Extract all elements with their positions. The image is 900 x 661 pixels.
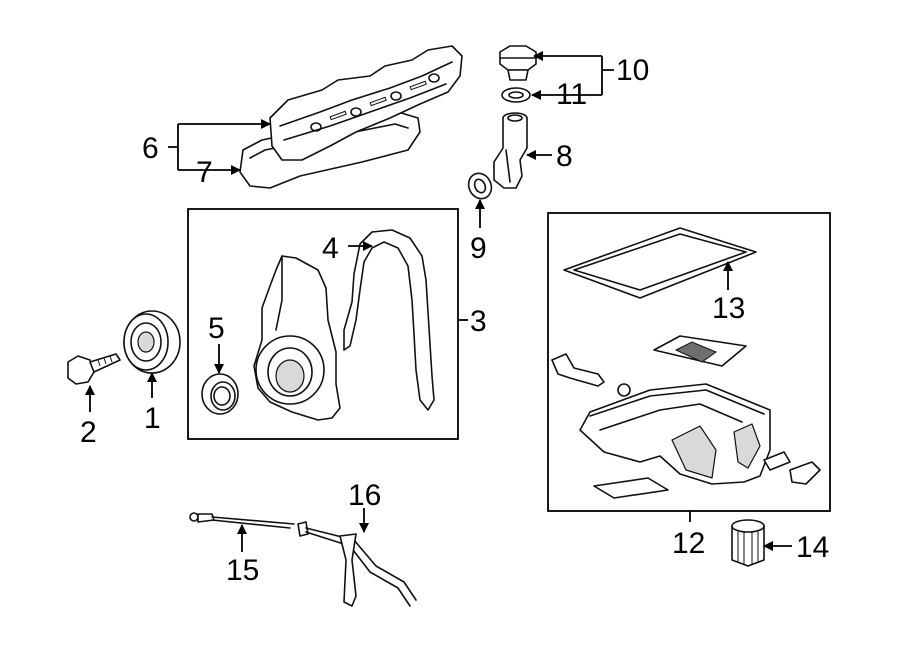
valve-cover xyxy=(269,45,463,161)
callout-6: 6 xyxy=(142,132,159,165)
oil-pan-group-box xyxy=(547,212,831,512)
oil-filler-seal xyxy=(501,87,531,103)
timing-cover-group-box xyxy=(187,208,459,440)
front-crank-seal xyxy=(201,373,239,415)
callout-10-bracket xyxy=(601,56,614,95)
oil-filler-cap xyxy=(499,45,537,81)
callout-6-bracket xyxy=(168,124,179,170)
callout-8: 8 xyxy=(556,140,573,173)
oil-filler-tube xyxy=(493,112,528,189)
oil-pan-gasket xyxy=(563,227,757,299)
callout-16: 16 xyxy=(348,479,381,512)
harmonic-balancer xyxy=(123,310,181,374)
oil-pan xyxy=(579,383,771,485)
callout-10: 10 xyxy=(616,54,649,87)
callout-11: 11 xyxy=(556,78,587,111)
tube-o-ring xyxy=(467,172,493,200)
callout-15: 15 xyxy=(226,554,259,587)
callout-7: 7 xyxy=(196,156,213,189)
callout-1: 1 xyxy=(144,402,161,435)
oil-pump-pickup xyxy=(551,353,631,397)
callout-12: 12 xyxy=(672,527,705,560)
callout-5: 5 xyxy=(208,312,225,345)
timing-cover-gasket xyxy=(343,229,435,411)
callout-9: 9 xyxy=(470,232,487,265)
callout-3: 3 xyxy=(470,305,487,338)
pan-drain-plug-and-baffle xyxy=(593,451,821,499)
oil-dipstick xyxy=(189,512,295,529)
windage-tray xyxy=(653,335,747,367)
timing-cover xyxy=(253,255,341,421)
oil-filter xyxy=(731,519,765,567)
dipstick-tube xyxy=(297,521,417,607)
balancer-bolt xyxy=(67,353,121,385)
callout-14: 14 xyxy=(796,531,829,564)
callout-13: 13 xyxy=(712,292,745,325)
callout-4: 4 xyxy=(322,232,339,265)
callout-2: 2 xyxy=(80,416,97,449)
